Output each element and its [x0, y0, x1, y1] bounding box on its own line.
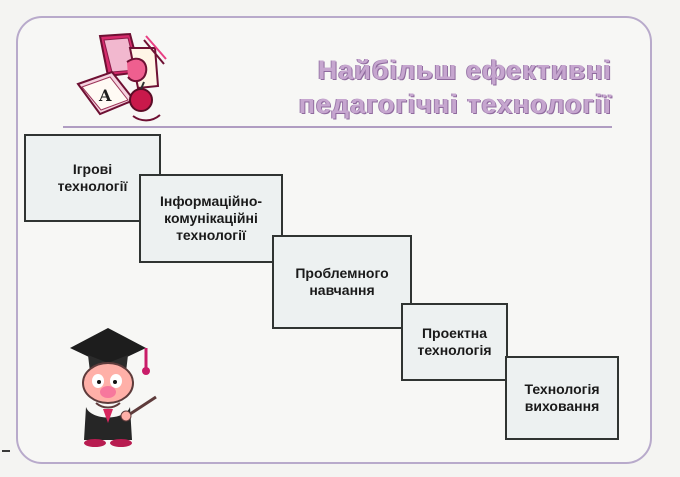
step-label-line: технології: [176, 227, 246, 243]
step-label-line: комунікаційні: [164, 210, 258, 226]
step-label-line: виховання: [524, 398, 600, 414]
title-underline: [63, 126, 612, 128]
slide-title: Найбільш ефективні педагогічні технологі…: [192, 53, 612, 121]
step-box-game-technologies: Ігрові технології: [24, 134, 161, 222]
svg-text:A: A: [98, 86, 112, 105]
step-label-line: Технологія: [524, 381, 600, 397]
graduate-teacher-illustration-icon: [70, 328, 157, 447]
step-label-line: Проблемного: [295, 265, 389, 281]
teaching-supplies-illustration-icon: A: [76, 32, 167, 122]
slide-title-line-1: Найбільш ефективні: [317, 55, 612, 85]
step-box-problem-learning: Проблемного навчання: [272, 235, 412, 329]
step-label-line: навчання: [309, 282, 375, 298]
step-label-line: Проектна: [421, 325, 488, 341]
step-box-ict-technologies: Інформаційно- комунікаційні технології: [139, 174, 283, 263]
step-label-line: технологія: [417, 342, 492, 358]
page-margin-mark: [2, 450, 10, 452]
slide-title-line-2: педагогічні технології: [298, 89, 612, 119]
step-box-project-technology: Проектна технологія: [401, 303, 508, 381]
step-label-line: Ігрові: [72, 161, 113, 177]
step-box-upbringing-technology: Технологія виховання: [505, 356, 619, 440]
step-label-line: технології: [57, 178, 128, 194]
step-label-line: Інформаційно-: [159, 193, 263, 209]
